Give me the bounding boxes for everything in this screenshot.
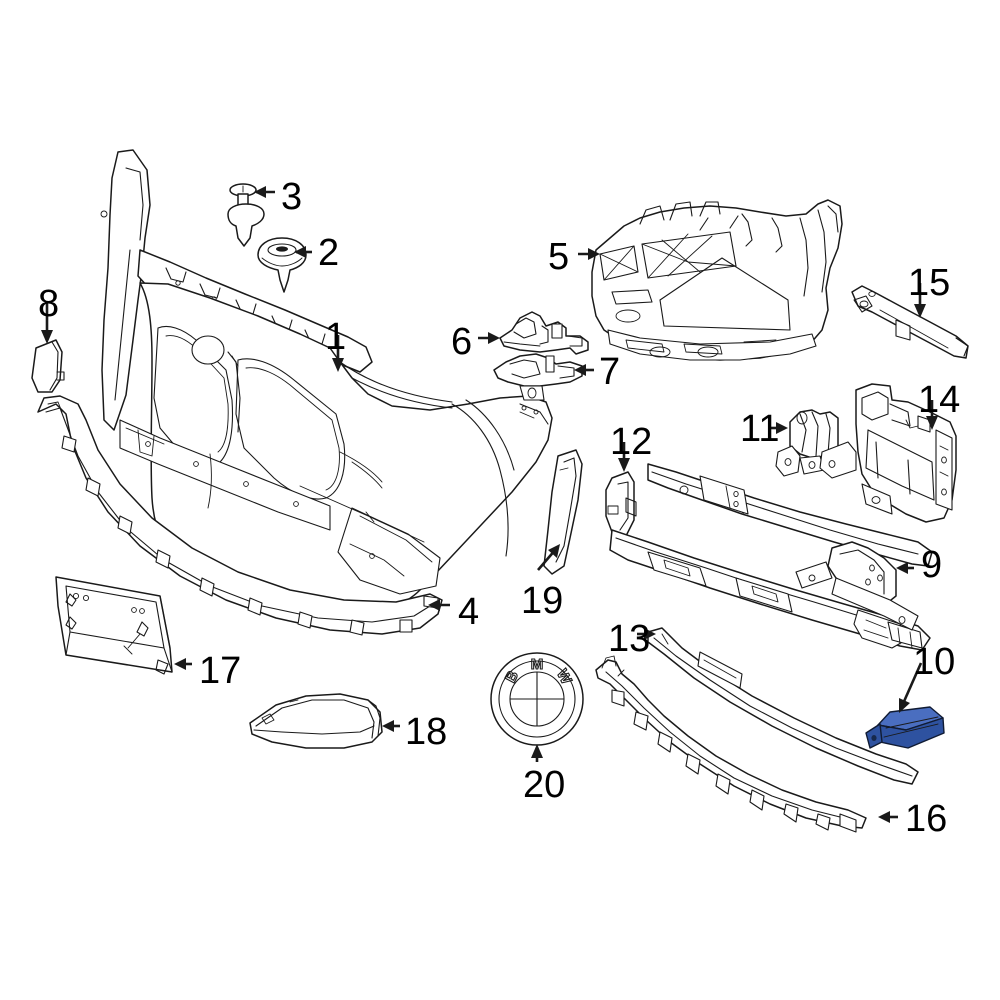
part-lower-valance-spoiler[interactable] bbox=[37, 395, 443, 636]
callout-leaders bbox=[41, 186, 938, 823]
part-side-trim-insert[interactable] bbox=[543, 449, 583, 575]
part-upper-guide-bracket-left[interactable] bbox=[499, 311, 589, 355]
part-tow-hook-cover-cap[interactable] bbox=[249, 693, 383, 749]
arrowhead-20 bbox=[531, 744, 543, 758]
arrowhead-13 bbox=[644, 628, 656, 640]
arrowhead-1 bbox=[332, 358, 344, 372]
callout-number-9[interactable]: 9 bbox=[921, 544, 943, 586]
part-expansion-rivet-clip[interactable] bbox=[227, 183, 265, 247]
arrowhead-15 bbox=[914, 304, 926, 318]
arrowhead-19 bbox=[548, 544, 560, 558]
bmw-letter-m: M bbox=[531, 656, 544, 673]
part-upper-rail-strip[interactable] bbox=[851, 285, 969, 359]
arrowhead-3 bbox=[254, 186, 266, 198]
part-headlamp-carrier-bracket[interactable] bbox=[591, 199, 843, 361]
callout-number-3[interactable]: 3 bbox=[281, 176, 303, 218]
arrowhead-12 bbox=[618, 458, 630, 472]
arrowhead-16 bbox=[878, 811, 890, 823]
part-lower-reinforcement-rail[interactable] bbox=[647, 627, 919, 785]
callout-number-1[interactable]: 1 bbox=[325, 316, 347, 358]
arrowhead-9 bbox=[896, 562, 908, 574]
part-upper-guide-bracket-right[interactable] bbox=[493, 353, 583, 401]
callout-number-2[interactable]: 2 bbox=[318, 232, 340, 274]
arrowhead-6 bbox=[488, 332, 500, 344]
callout-number-14[interactable]: 14 bbox=[918, 379, 961, 421]
arrowhead-14 bbox=[926, 416, 938, 430]
part-energy-absorber-impact-bar[interactable] bbox=[605, 463, 933, 651]
part-bumper-side-support-bracket-highlighted[interactable] bbox=[865, 706, 945, 749]
callout-number-15[interactable]: 15 bbox=[908, 262, 951, 304]
callout-number-12[interactable]: 12 bbox=[610, 421, 653, 463]
callout-number-18[interactable]: 18 bbox=[405, 711, 448, 753]
arrowhead-17 bbox=[174, 658, 186, 670]
part-push-pin-clip[interactable] bbox=[257, 237, 307, 293]
part-lower-air-dam-deflector[interactable] bbox=[595, 655, 867, 833]
arrowhead-7 bbox=[574, 364, 586, 376]
callout-number-16[interactable]: 16 bbox=[905, 798, 948, 840]
arrowhead-4 bbox=[428, 599, 440, 611]
arrowhead-2 bbox=[294, 246, 306, 258]
callout-number-7[interactable]: 7 bbox=[599, 351, 621, 393]
part-bmw-roundel-emblem[interactable]: B M W bbox=[490, 652, 584, 746]
leader-10 bbox=[900, 662, 923, 707]
arrowhead-10 bbox=[899, 698, 910, 713]
callout-number-6[interactable]: 6 bbox=[451, 321, 473, 363]
part-front-bumper-cover[interactable] bbox=[100, 149, 553, 614]
arrowhead-11 bbox=[776, 422, 788, 434]
callout-number-8[interactable]: 8 bbox=[38, 283, 60, 325]
callout-number-13[interactable]: 13 bbox=[608, 618, 651, 660]
part-license-plate-bracket[interactable] bbox=[55, 576, 173, 675]
part-side-cover-cap[interactable] bbox=[31, 339, 65, 393]
callout-number-19[interactable]: 19 bbox=[521, 580, 564, 622]
arrowhead-18 bbox=[382, 720, 394, 732]
part-impact-bar-side-bracket[interactable] bbox=[795, 541, 919, 631]
arrowhead-5 bbox=[588, 248, 600, 260]
callout-number-17[interactable]: 17 bbox=[199, 650, 242, 692]
callout-number-11[interactable]: 11 bbox=[740, 408, 780, 450]
callout-number-5[interactable]: 5 bbox=[548, 236, 570, 278]
callout-number-20[interactable]: 20 bbox=[523, 764, 566, 806]
arrowhead-8 bbox=[41, 330, 53, 344]
callout-number-10[interactable]: 10 bbox=[913, 641, 956, 683]
callout-number-4[interactable]: 4 bbox=[458, 591, 480, 633]
part-mounting-block[interactable] bbox=[775, 409, 839, 477]
